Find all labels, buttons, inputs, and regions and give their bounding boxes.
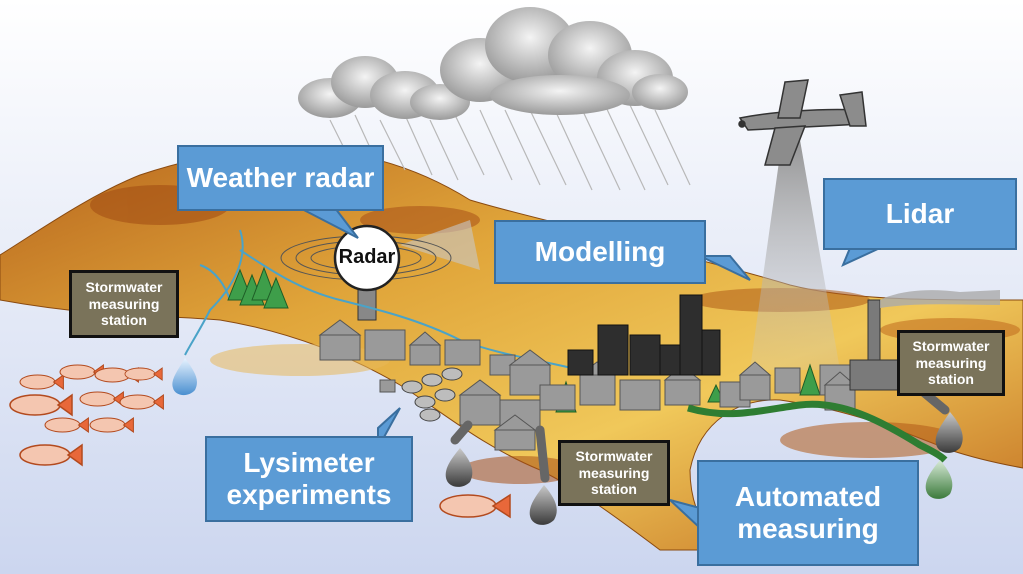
radar-tower [333,224,401,321]
fish-icons [9,363,511,519]
modelling-callout: Modelling [494,220,706,284]
factory-icon [849,290,1000,391]
lidar-callout: Lidar [823,178,1017,250]
airplane-icon [738,79,867,166]
cloud-icon [298,7,688,120]
lysimeter-callout: Lysimeter experiments [205,436,413,522]
storage-tanks [401,367,463,422]
water-drops [172,358,963,525]
radar-beam [400,220,480,270]
radar-label: Radar [338,246,396,268]
weather-radar-callout: Weather radar [177,145,384,211]
downtown-towers [567,294,721,376]
automated-measuring-callout: Automated measuring [697,460,919,566]
lidar-beam [750,140,840,370]
stormwater-station-left: Stormwater measuring station [69,270,179,338]
stormwater-station-right: Stormwater measuring station [897,330,1005,396]
green-channel [687,400,948,463]
city-buildings [318,319,857,451]
rain-streaks [329,104,691,191]
stormwater-station-center: Stormwater measuring station [558,440,670,506]
